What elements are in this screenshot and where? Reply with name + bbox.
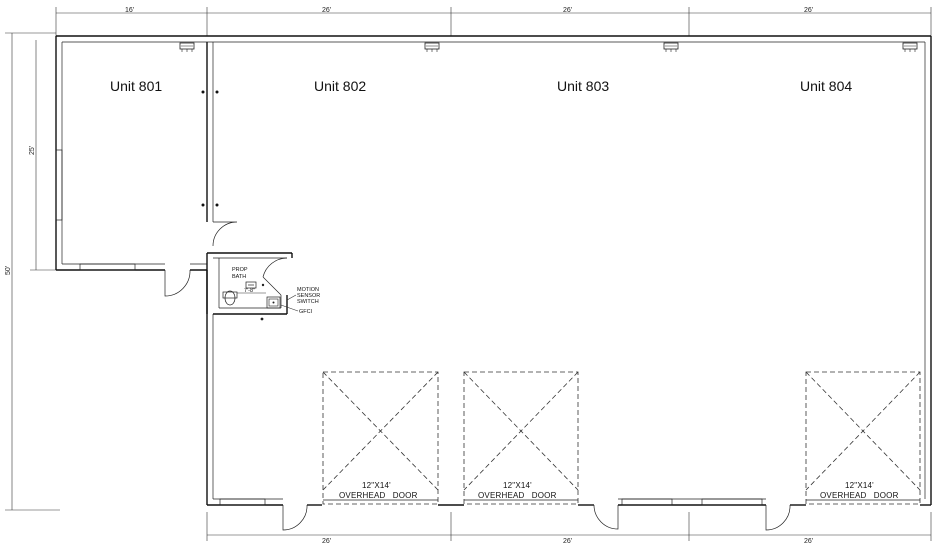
unit-803-label: Unit 803 [557,78,609,94]
interior-walls [201,42,219,222]
overhead-door-1-size: 12"X14' [362,481,391,490]
bath-width-label: 7'-8" [244,288,255,294]
motion-sensor-label-1: MOTION [297,287,319,293]
overhead-door-3-size: 12"X14' [845,481,874,490]
bath-label-prop: PROP [232,267,248,273]
overhead-door-3: 12"X14' OVERHEAD DOOR [805,371,921,505]
overhead-door-1: 12"X14' OVERHEAD DOOR [322,371,439,505]
grab-bar-icon [245,281,257,289]
bathroom: PROP BATH 7'-8" MOTION SENSOR SWITCH GFC… [206,252,320,321]
door-swing-icon [282,504,308,531]
left-dimension-line: 50' 25' [5,32,60,511]
dim-bottom-804: 26' [804,538,813,545]
bath-label-bath: BATH [232,274,246,280]
top-dimension-line: 16' 26' 26' 26' [55,7,932,36]
toilet-icon [222,290,238,306]
door-swing-icon [593,504,619,530]
heater-icon [424,42,440,52]
dim-top-801: 16' [125,7,134,14]
bottom-window-804 [701,498,763,506]
door-swing-icon [262,257,288,296]
dim-left-801: 25' [29,146,36,155]
motion-sensor-label-3: SWITCH [297,299,319,305]
overhead-door-3-label: OVERHEAD DOOR [820,491,899,500]
heater-icon [179,42,195,52]
overhead-door-2-label: OVERHEAD DOOR [478,491,557,500]
heater-icon [902,42,918,52]
unit-804-label: Unit 804 [800,78,852,94]
bottom-dimension-line: 26' 26' 26' [206,512,932,545]
overhead-door-1-label: OVERHEAD DOOR [339,491,418,500]
motion-sensor-label-2: SENSOR [297,293,320,299]
left-window [55,149,63,221]
dim-bottom-802: 26' [322,538,331,545]
dim-top-804: 26' [804,7,813,14]
overhead-door-2: 12"X14' OVERHEAD DOOR [463,371,579,505]
overhead-door-2-size: 12"X14' [503,481,532,490]
heaters [179,42,918,52]
bottom-window-801 [79,263,136,271]
bottom-window-802 [219,498,266,506]
door-swing-icon [765,504,791,531]
heater-icon [663,42,679,52]
bottom-window-803 [621,498,673,506]
gfci-label: GFCI [299,309,313,315]
door-swing-icon [164,269,191,297]
exterior-walls [55,35,932,506]
sink-icon [266,296,281,309]
dim-bottom-803: 26' [563,538,572,545]
unit-802-label: Unit 802 [314,78,366,94]
dim-top-803: 26' [563,7,572,14]
dim-left-overall: 50' [5,266,12,275]
door-swing-icon [212,221,238,247]
dim-top-802: 26' [322,7,331,14]
door-swings [164,221,791,531]
unit-801-label: Unit 801 [110,78,162,94]
